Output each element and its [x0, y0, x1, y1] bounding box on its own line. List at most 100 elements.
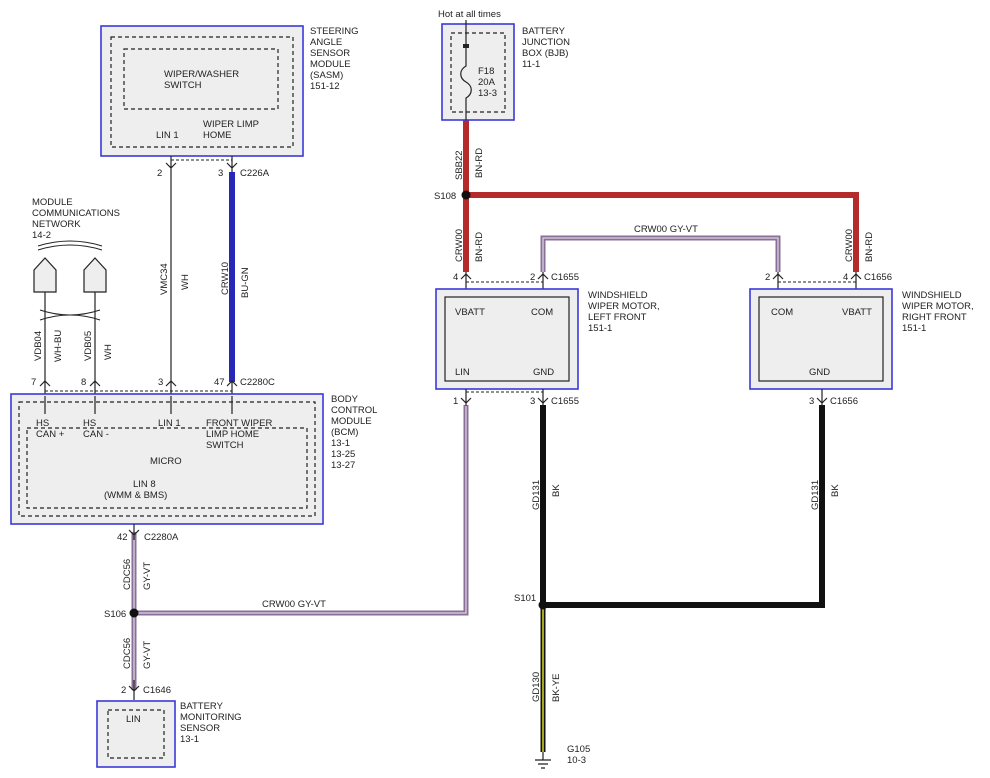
wire-gd131-rf — [543, 405, 825, 608]
c2280c-pin8: 8 — [81, 377, 86, 388]
bcm-title-7: 13-27 — [331, 460, 355, 471]
s106-splice: S106 — [104, 608, 139, 620]
wiper-rf-com: COM — [771, 307, 793, 318]
c2280a-connector: 42 C2280A — [117, 524, 179, 543]
cdc56-lower-color: GY-VT — [142, 641, 153, 669]
c1655-top-pin4: 4 — [453, 272, 458, 283]
bcm-micro: MICRO — [150, 456, 182, 467]
s108-splice: S108 — [434, 190, 471, 202]
cdc56-upper-color: GY-VT — [142, 562, 153, 590]
wiper-motor-lf: VBATT COM LIN GND — [435, 288, 579, 390]
c1655-bot-label: C1655 — [551, 396, 579, 407]
vdb04-color: WH-BU — [53, 330, 64, 362]
c226a-connector: 2 3 C226A — [157, 156, 270, 179]
bjb-hot-label: Hot at all times — [438, 9, 501, 20]
sbb22-circuit: SBB22 — [454, 150, 465, 180]
wiper-rf-title-4: 151-1 — [902, 323, 926, 334]
c1656-top-label: C1656 — [864, 272, 892, 283]
bcm-lin8-2: (WMM & BMS) — [104, 490, 167, 501]
crw00-lf-power-circuit: CRW00 — [454, 229, 465, 262]
sasm-title-5: (SASM) — [310, 70, 343, 81]
c1655-bot-pin3: 3 — [530, 396, 535, 407]
vmc34-circuit: VMC34 — [159, 263, 170, 295]
bjb-module — [441, 20, 515, 121]
c226a-pin3: 3 — [218, 168, 223, 179]
crw00-rf-power-circuit: CRW00 — [844, 229, 855, 262]
wiper-lf-title-2: WIPER MOTOR, — [588, 301, 660, 312]
bjb-title-3: BOX (BJB) — [522, 48, 568, 59]
wiper-lf-title-1: WINDSHIELD — [588, 290, 648, 301]
c1655-bot-pin1: 1 — [453, 396, 458, 407]
gd130-color: BK-YE — [551, 673, 562, 702]
crw00-com-label: CRW00 GY-VT — [634, 224, 698, 235]
bms-title-4: 13-1 — [180, 734, 199, 745]
c2280a-pin42: 42 — [117, 532, 128, 543]
c2280c-connector: 7 8 3 47 C2280C — [31, 377, 275, 396]
c1656-bot-pin3: 3 — [809, 396, 814, 407]
sasm-title-2: ANGLE — [310, 37, 342, 48]
c226a-label: C226A — [240, 168, 270, 179]
bjb-title-4: 11-1 — [522, 59, 540, 70]
sasm-lin1-label: LIN 1 — [156, 130, 179, 141]
wire-crw00-com — [540, 235, 781, 272]
bcm-front-wiper-2: LIMP HOME — [206, 429, 259, 440]
sasm-title: STEERING ANGLE SENSOR MODULE (SASM) 151-… — [310, 26, 359, 92]
c1655-top-pin2: 2 — [530, 272, 535, 283]
bcm-hs-can-plus-1: HS — [36, 418, 49, 429]
crw00-lin-label: CRW00 GY-VT — [262, 599, 326, 610]
gd131-lf-color: BK — [551, 484, 562, 497]
c1656-top-pin2: 2 — [765, 272, 770, 283]
sasm-limp-label-2: HOME — [203, 130, 232, 141]
wiper-rf-gnd: GND — [809, 367, 830, 378]
s101-label: S101 — [514, 593, 536, 604]
bjb-fuse-2: 20A — [478, 77, 496, 88]
crw00-rf-power-color: BN-RD — [864, 232, 875, 262]
bms-module: LIN — [96, 700, 176, 768]
wiper-lf-title-4: 151-1 — [588, 323, 612, 334]
bcm-title-1: BODY — [331, 394, 359, 405]
network-arrow-left-icon — [33, 257, 57, 293]
bcm-title-5: 13-1 — [331, 438, 350, 449]
wiper-lf-gnd: GND — [533, 367, 554, 378]
sasm-title-1: STEERING — [310, 26, 359, 37]
bms-title-2: MONITORING — [180, 712, 242, 723]
bcm-hs-can-minus-1: HS — [83, 418, 96, 429]
network-arrow-right-icon — [83, 257, 107, 293]
c2280a-label: C2280A — [144, 532, 179, 543]
wiper-lf-title: WINDSHIELD WIPER MOTOR, LEFT FRONT 151-1 — [588, 290, 660, 334]
gd130-circuit: GD130 — [531, 672, 542, 702]
crw10-circuit: CRW10 — [220, 262, 231, 295]
bcm-module: HS CAN + HS CAN - LIN 1 FRONT WIPER LIMP… — [10, 393, 324, 525]
g105-label-1: G105 — [567, 744, 590, 755]
c1656-top-connector: 2 4 C1656 — [765, 272, 892, 290]
fuse-icon — [460, 44, 472, 120]
mcn-title-4: 14-2 — [32, 230, 51, 241]
c1646-label: C1646 — [143, 685, 171, 696]
wiper-lf-title-3: LEFT FRONT — [588, 312, 647, 323]
s101-splice: S101 — [514, 593, 548, 610]
mcn-title-2: COMMUNICATIONS — [32, 208, 120, 219]
c2280c-pin7: 7 — [31, 377, 36, 388]
vdb04-circuit: VDB04 — [33, 331, 44, 361]
sasm-title-3: SENSOR — [310, 48, 350, 59]
mcn-title-3: NETWORK — [32, 219, 81, 230]
c2280c-label: C2280C — [240, 377, 275, 388]
s108-label: S108 — [434, 191, 456, 202]
crw00-lf-power-color: BN-RD — [474, 232, 485, 262]
sasm-module: WIPER/WASHER SWITCH LIN 1 WIPER LIMP HOM… — [100, 25, 304, 157]
c1646-connector: 2 C1646 — [121, 680, 171, 700]
gd131-lf-circuit: GD131 — [531, 480, 542, 510]
bjb-fuse-3: 13-3 — [478, 88, 497, 99]
bcm-front-wiper-1: FRONT WIPER — [206, 418, 272, 429]
wiper-rf-title: WINDSHIELD WIPER MOTOR, RIGHT FRONT 151-… — [902, 290, 974, 334]
sasm-inner-label-1: WIPER/WASHER — [164, 69, 239, 80]
g105-label-2: 10-3 — [567, 755, 586, 766]
bcm-title-6: 13-25 — [331, 449, 355, 460]
sasm-inner-label-2: SWITCH — [164, 80, 202, 91]
vdb05-circuit: VDB05 — [83, 331, 94, 361]
c1655-top-label: C1655 — [551, 272, 579, 283]
wiper-lf-lin: LIN — [455, 367, 470, 378]
vmc34-color: WH — [180, 274, 191, 290]
c226a-pin2: 2 — [157, 168, 162, 179]
